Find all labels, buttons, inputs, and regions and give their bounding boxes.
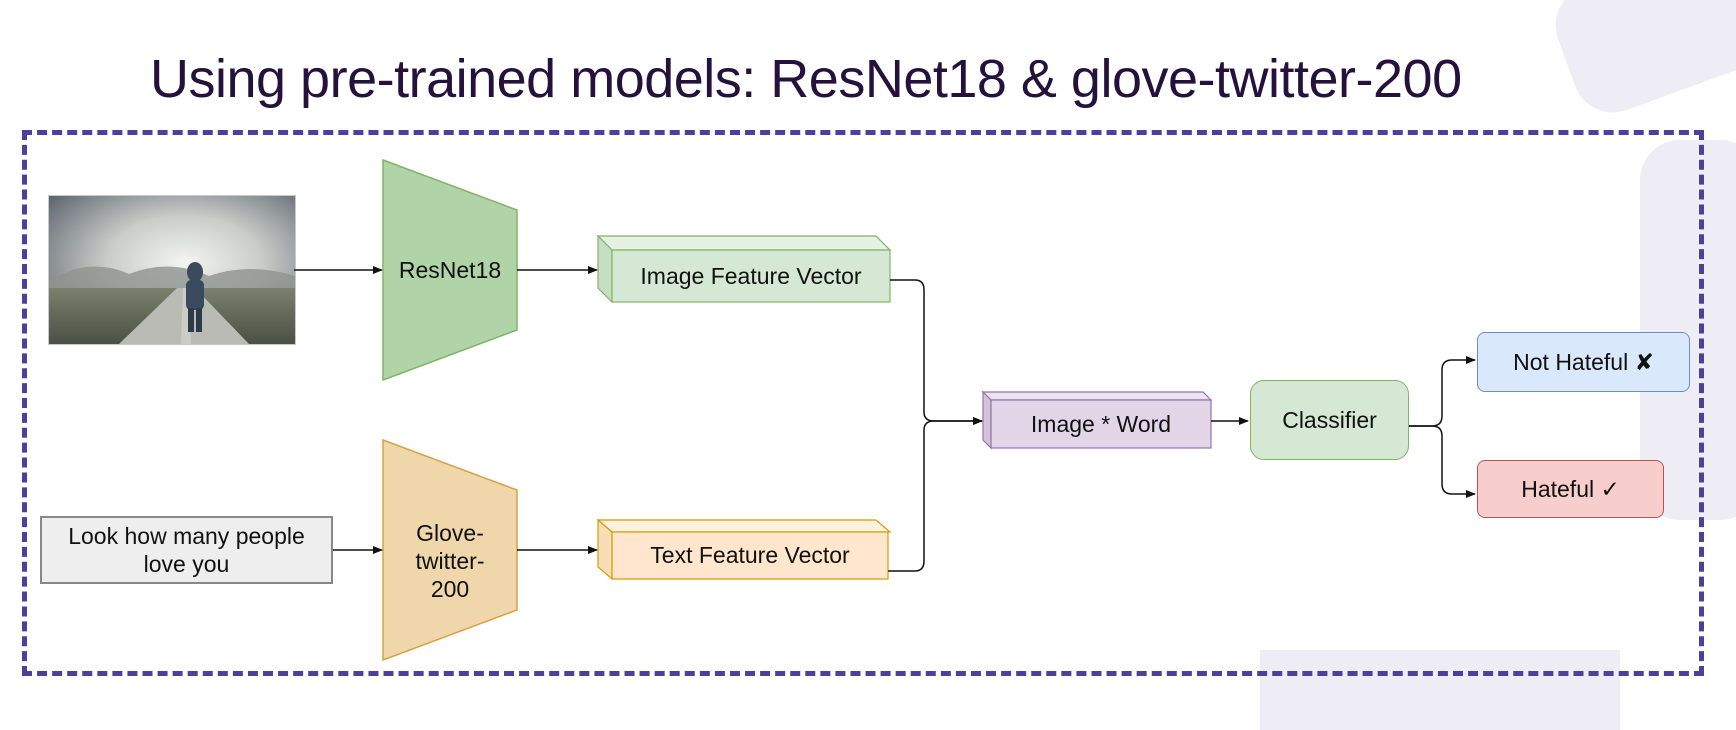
image-word-fusion-shape bbox=[981, 390, 1213, 450]
input-photo-graphic bbox=[49, 196, 295, 344]
input-image bbox=[48, 195, 296, 345]
hateful-label: Hateful ✓ bbox=[1521, 476, 1620, 502]
classifier-label: Classifier bbox=[1282, 407, 1377, 433]
image-feature-vector-shape bbox=[596, 234, 892, 304]
diagram-graphics bbox=[294, 158, 1476, 662]
text-feature-vector-shape bbox=[596, 518, 892, 581]
resnet18-label: ResNet18 bbox=[398, 257, 502, 283]
text-feature-vector-label: Text Feature Vector bbox=[650, 542, 850, 568]
glove-block bbox=[382, 438, 518, 662]
glove-label: Glove-twitter-200 bbox=[415, 520, 485, 602]
arrow-text-vector-to-fusion bbox=[888, 417, 983, 572]
arrow-classifier-to-hateful bbox=[1409, 425, 1476, 498]
text-input-label: Look how many people love you bbox=[68, 523, 305, 577]
arrow-classifier-to-not-hateful bbox=[1409, 356, 1476, 427]
diagram-frame bbox=[22, 130, 1704, 676]
hateful-box: Hateful ✓ bbox=[1477, 460, 1664, 518]
classifier-box: Classifier bbox=[1250, 380, 1409, 460]
not-hateful-box: Not Hateful ✘ bbox=[1477, 332, 1690, 392]
resnet18-block bbox=[382, 158, 518, 382]
image-word-label: Image * Word bbox=[1030, 411, 1172, 437]
arrow-image-vector-to-fusion bbox=[890, 279, 983, 425]
background-shape-right bbox=[1640, 140, 1736, 520]
not-hateful-label: Not Hateful ✘ bbox=[1513, 349, 1654, 375]
text-input-box: Look how many people love you bbox=[40, 516, 333, 584]
page-title: Using pre-trained models: ResNet18 & glo… bbox=[150, 49, 1462, 110]
image-feature-vector-label: Image Feature Vector bbox=[640, 263, 862, 289]
